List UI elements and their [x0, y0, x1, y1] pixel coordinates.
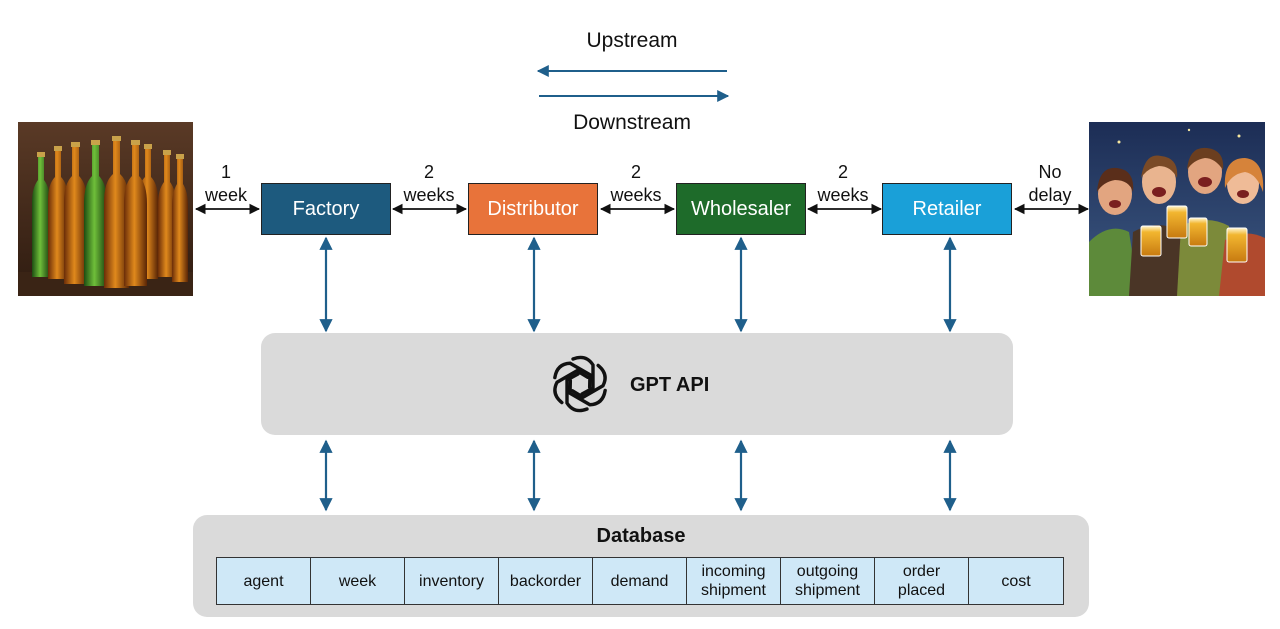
delay-label-wholesaler-retailer: 2 weeks	[803, 161, 883, 207]
db-field-order-placed: order placed	[875, 558, 969, 604]
db-field-cost: cost	[969, 558, 1063, 604]
delay-label-factory-distributor: 2 weeks	[389, 161, 469, 207]
downstream-label: Downstream	[573, 111, 691, 134]
delay-label-line1: No	[1038, 162, 1062, 182]
db-field-line1: order	[902, 563, 941, 580]
delay-label-line1: 2	[837, 162, 848, 182]
people-cheering-with-beer-image	[1089, 122, 1265, 296]
db-field-week: week	[311, 558, 405, 604]
gpt-api-label: GPT API	[630, 374, 710, 396]
delay-label-line2: week	[204, 185, 248, 205]
delay-label-line2: weeks	[610, 185, 662, 205]
db-field-inventory: inventory	[405, 558, 499, 604]
db-field-line1: week	[338, 572, 377, 590]
delay-label-line1: 2	[423, 162, 434, 182]
db-field-line1: incoming	[701, 563, 766, 580]
db-field-line1: backorder	[509, 572, 582, 590]
db-field-line2: shipment	[701, 582, 766, 599]
upstream-label: Upstream	[586, 29, 678, 52]
delay-label-distributor-wholesaler: 2 weeks	[596, 161, 676, 207]
db-field-line1: demand	[610, 572, 669, 590]
beer-bottles-image	[18, 122, 193, 296]
database-title: Database	[596, 525, 686, 547]
db-field-outgoing-shipment: outgoing shipment	[781, 558, 875, 604]
delay-label-bottles-factory: 1 week	[186, 161, 266, 207]
db-field-line1: cost	[1001, 572, 1031, 590]
db-field-agent: agent	[217, 558, 311, 604]
db-field-incoming-shipment: incoming shipment	[687, 558, 781, 604]
delay-label-line1: 1	[220, 162, 231, 182]
delay-label-line2: delay	[1028, 185, 1072, 205]
delay-label-line2: weeks	[403, 185, 455, 205]
stage-distributor: Distributor	[468, 183, 598, 235]
stage-factory: Factory	[261, 183, 391, 235]
db-field-line1: inventory	[419, 572, 484, 590]
delay-label-retailer-customers: No delay	[1010, 161, 1090, 207]
db-field-line1: outgoing	[796, 563, 859, 580]
delay-label-line2: weeks	[817, 185, 869, 205]
db-field-backorder: backorder	[499, 558, 593, 604]
gpt-api-panel	[261, 333, 1013, 435]
db-field-demand: demand	[593, 558, 687, 604]
openai-logo-icon	[548, 352, 612, 416]
db-field-line2: placed	[897, 582, 946, 599]
delay-label-line1: 2	[630, 162, 641, 182]
db-field-line1: agent	[243, 572, 284, 590]
database-fields-table: agent week inventory backorder demand in…	[216, 557, 1064, 605]
stage-wholesaler: Wholesaler	[676, 183, 806, 235]
db-field-line2: shipment	[795, 582, 860, 599]
stage-retailer: Retailer	[882, 183, 1012, 235]
